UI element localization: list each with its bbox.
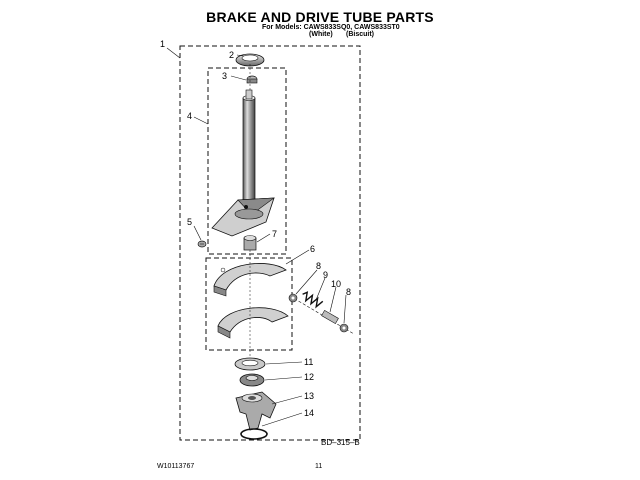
seal-part (235, 53, 265, 67)
callout-6: 6 (310, 244, 315, 254)
page-number: 11 (315, 463, 323, 470)
callout-8-left: 8 (316, 261, 321, 271)
brake-shoe-upper (213, 263, 287, 297)
assembly-frame-outer (179, 45, 361, 441)
page-title: BRAKE AND DRIVE TUBE PARTS (206, 9, 434, 25)
drive-block-part (235, 391, 277, 431)
callout-13: 13 (304, 391, 314, 401)
callout-4: 4 (187, 111, 192, 121)
reference-code: BD–315–B (321, 438, 360, 447)
screw-part (197, 240, 207, 248)
nut-part (246, 75, 258, 84)
spring-pin (321, 309, 339, 325)
drive-tube-frame (207, 67, 287, 255)
brake-spring (302, 291, 324, 309)
callout-8-right: 8 (346, 287, 351, 297)
washer-part (234, 357, 266, 371)
callout-11: 11 (304, 357, 313, 367)
spring-nut-right (339, 323, 349, 333)
spring-nut-left (288, 293, 298, 303)
coupling-part (243, 235, 257, 251)
callout-7: 7 (272, 229, 277, 239)
bearing-part (239, 373, 265, 387)
variant-white: (White) (309, 31, 333, 38)
callout-12: 12 (304, 372, 314, 382)
callout-3: 3 (222, 71, 227, 81)
callout-5: 5 (187, 217, 192, 227)
brake-frame (205, 257, 293, 351)
callout-9: 9 (323, 270, 328, 280)
leader-lines (166, 47, 347, 427)
callout-10: 10 (331, 279, 341, 289)
variant-biscuit: (Biscuit) (346, 31, 374, 38)
drive-tube-part (211, 89, 275, 237)
retaining-ring-part (240, 428, 268, 440)
callout-2: 2 (229, 50, 234, 60)
brake-shoe-lower (217, 307, 289, 339)
doc-number: W10113767 (157, 463, 195, 470)
models-line: For Models: CAWS833SQ0, CAWS833ST0 (262, 24, 400, 31)
callout-14: 14 (304, 408, 314, 418)
callout-1: 1 (160, 39, 165, 49)
